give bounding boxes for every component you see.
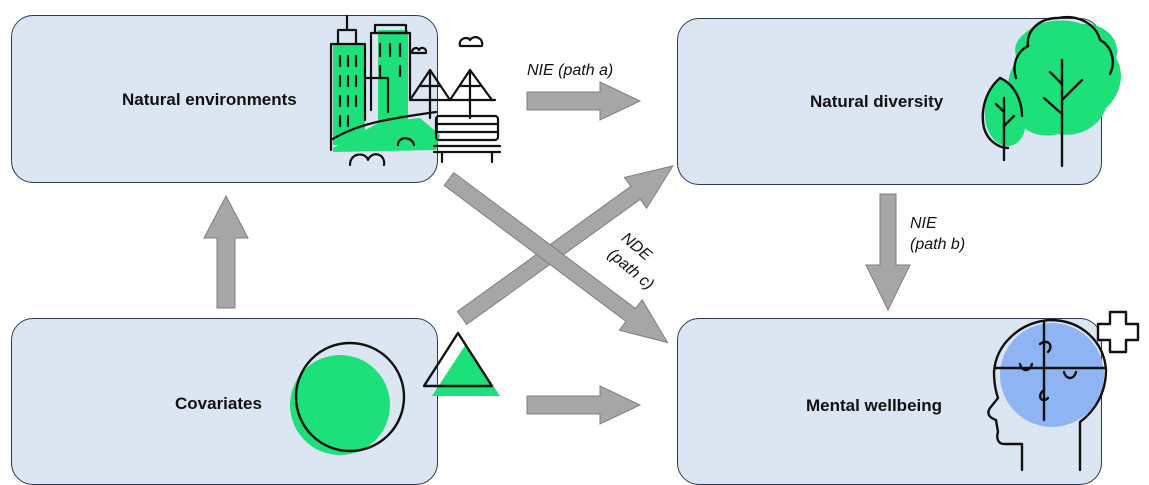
- path-b-line1: NIE: [910, 215, 937, 232]
- arrow-path-a: [526, 81, 642, 121]
- head-puzzle-icon: [987, 318, 1108, 472]
- arrow-covariates-to-environments: [203, 194, 249, 309]
- arrow-path-b: [865, 193, 911, 312]
- path-b-line2: (path b): [910, 236, 966, 253]
- natural-environments-label: Natural environments: [122, 90, 297, 109]
- path-b-label: NIE (path b): [910, 213, 965, 255]
- arrow-path-c: [443, 171, 669, 344]
- city-park-icon: [329, 14, 502, 167]
- natural-environments-box: [11, 15, 438, 183]
- plus-icon: [1096, 310, 1140, 354]
- arrow-covariates-to-wellbeing: [526, 385, 642, 425]
- covariates-label: Covariates: [175, 394, 262, 413]
- circle-triangle-icon: [290, 331, 500, 455]
- arrow-covariates-to-diversity: [456, 165, 674, 326]
- trees-icon: [981, 15, 1121, 168]
- mental-wellbeing-label: Mental wellbeing: [806, 396, 943, 415]
- path-a-label: NIE (path a): [527, 62, 614, 79]
- natural-diversity-label: Natural diversity: [810, 92, 944, 111]
